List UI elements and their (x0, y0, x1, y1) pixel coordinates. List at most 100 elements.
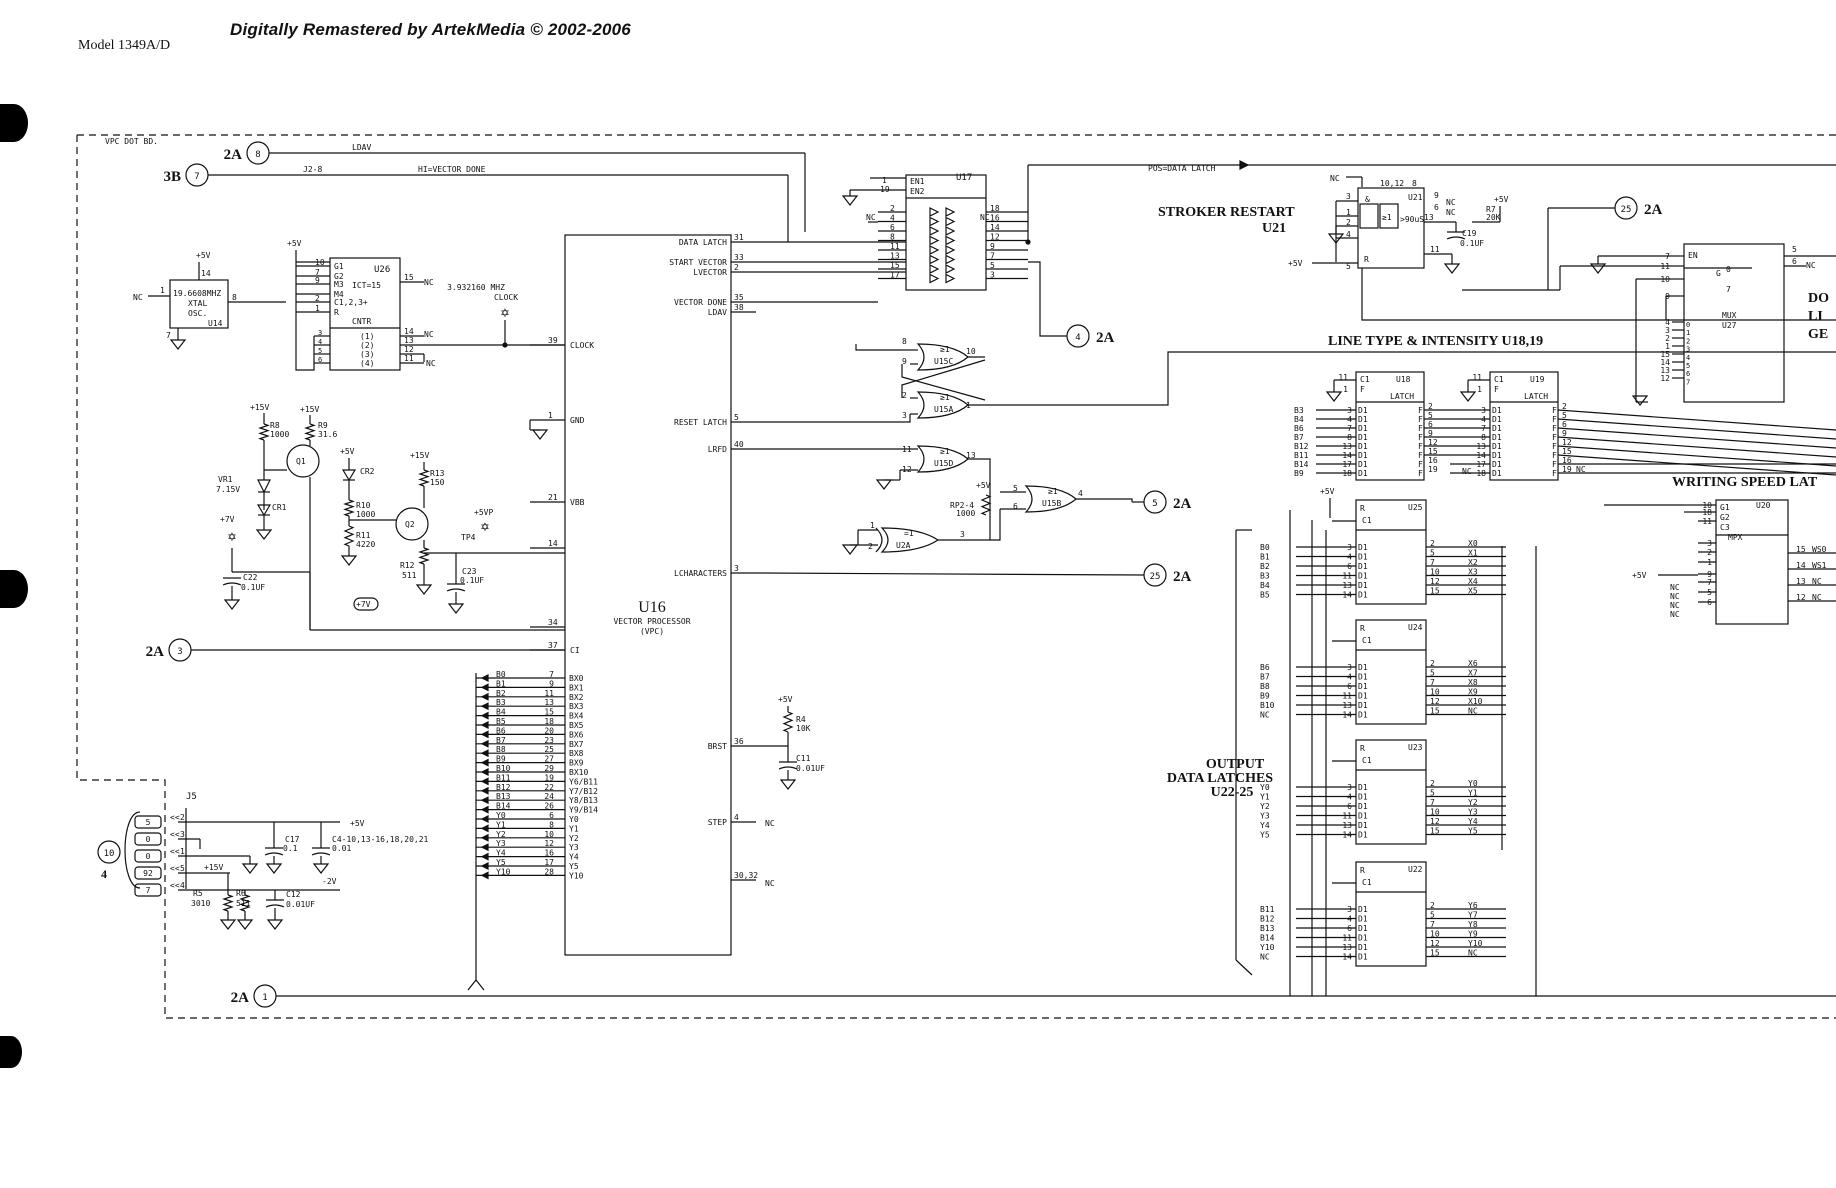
u17-buffer-icon (929, 254, 940, 265)
u27-ref: U27 (1722, 321, 1737, 330)
bus-signal: Y4 (496, 849, 506, 858)
u2a-in: 2 (868, 542, 873, 551)
or-gate-u15b-icon (1024, 485, 1077, 513)
monostable-u21 (1357, 187, 1425, 269)
latch-u18-out-pin: 2 (1428, 402, 1433, 411)
clock-label: CLOCK (494, 293, 518, 302)
junction-dot (1025, 239, 1031, 245)
j5-pin-num: 2 (180, 813, 185, 822)
ground-icon (841, 195, 859, 206)
resistor-r6-icon (239, 894, 251, 912)
latch-u18-c1: C1 (1360, 375, 1370, 384)
r6-val: 511 (236, 899, 251, 908)
u20-nc-in: NC (1670, 592, 1680, 601)
u21-reset: R (1364, 255, 1369, 264)
u16-right-pin-num: 38 (734, 303, 744, 312)
bus-arrow-icon (480, 777, 489, 786)
u26-cntr: CNTR (352, 317, 371, 326)
c4-val: 0.01 (332, 844, 351, 853)
output-latch-u23-out-signal: Y5 (1468, 827, 1478, 836)
bus-signal: B10 (496, 764, 511, 773)
output-latch-u24 (1355, 619, 1427, 725)
latch-u18-in-signal: B12 (1294, 442, 1309, 451)
output-latch-u25-in-signal: B4 (1260, 581, 1270, 590)
u16-left-pin-name: GND (570, 416, 585, 425)
u2a-ref: U2A (896, 541, 911, 550)
connector-10-number: 10 (104, 849, 115, 859)
bus-pin-num: 9 (549, 679, 554, 688)
output-latch-u24-c1: C1 (1362, 636, 1372, 645)
u27-g-sub2: 7 (1726, 285, 1731, 294)
bus-pin-name: BX1 (569, 683, 584, 692)
u26-pin-11: 11 (404, 354, 414, 363)
latch-u19-d1: D1 (1492, 424, 1502, 433)
bus-pin-name: BX4 (569, 712, 584, 721)
output-latch-u22-out-signal: Y8 (1468, 920, 1478, 929)
output-latch-u24-d1: D1 (1358, 673, 1368, 682)
u17-buffer-icon (929, 235, 940, 246)
j5-shell-icon (124, 811, 141, 889)
latch-u18-d1: D1 (1358, 460, 1368, 469)
u27-pin: 3 (1665, 326, 1670, 335)
bus-pin-name: BX8 (569, 749, 584, 758)
u21-left-pin: 5 (1346, 262, 1351, 271)
bus-pin-num: 26 (544, 802, 554, 811)
bus-signal: Y5 (496, 858, 506, 867)
j5-pin-num: 1 (180, 847, 185, 856)
ground-icon (447, 603, 465, 614)
p7-test-point-icon: ✡ (228, 529, 236, 545)
wire (968, 458, 991, 540)
binder-hole-middle (0, 570, 28, 608)
output-latch-u23-in-signal: Y1 (1260, 793, 1270, 802)
transistor-q1-icon (286, 444, 320, 478)
u17-buffer-icon (929, 226, 940, 236)
connector-4-sheet-ref: 2A (1096, 330, 1115, 346)
u26-input-pin: 9 (315, 276, 320, 285)
bus-pin-name: BX6 (569, 730, 584, 739)
latch-u18-out-pin: 12 (1428, 438, 1438, 447)
u27-input-num: 5 (1686, 362, 1690, 370)
u21-and-box (1359, 203, 1379, 229)
j5-wire-color: 92 (143, 869, 153, 878)
resistor-r12-icon (418, 547, 430, 565)
u21-or-sym: ≥1 (1382, 213, 1392, 222)
latch-u19-out-pin: 15 (1562, 447, 1572, 456)
output-latch-u24-out-pin: 7 (1430, 678, 1435, 687)
output-latch-u22-out-pin: 15 (1430, 949, 1440, 958)
u16-left-pin-num: 14 (548, 539, 558, 548)
capacitor-c12-icon (265, 904, 285, 908)
output-latch-u25-out-signal: X1 (1468, 549, 1478, 558)
u17-in-pin: 15 (890, 261, 900, 270)
latch-u19-clk-pin: 11 (1472, 373, 1482, 382)
r11-ref: R11 (356, 531, 371, 540)
u27-pin: 15 (1660, 350, 1670, 359)
u16-right-pin-name: STEP (708, 818, 727, 827)
c23-val: 0.1UF (460, 576, 484, 585)
ground-icon (415, 584, 433, 595)
u21-left-pin: 3 (1346, 192, 1351, 201)
binder-hole-top (0, 104, 28, 142)
wire (901, 364, 986, 401)
output-latch-u22-in-signal: B13 (1260, 924, 1275, 933)
output-latch-u23-d1: D1 (1358, 793, 1368, 802)
output-latch-u24-in-signal: B7 (1260, 673, 1270, 682)
output-latch-u24-out-signal: X6 (1468, 659, 1478, 668)
output-title-3: U22-25 (1211, 785, 1254, 800)
bus-signal: B6 (496, 726, 506, 735)
transistor-q2-icon (395, 507, 429, 541)
u17-buffer-icon (945, 226, 956, 236)
line-type-title: LINE TYPE & INTENSITY U18,19 (1328, 334, 1543, 349)
j5-wire-tag (134, 832, 162, 846)
bus-pin-name: BX9 (569, 759, 584, 768)
latch-u19-out-pin: 12 (1562, 438, 1572, 447)
latch-u19-d1: D1 (1492, 469, 1502, 478)
bus-pin-name: BX5 (569, 721, 584, 730)
j5-pin-num: 3 (180, 830, 185, 839)
ground-icon (169, 339, 187, 350)
output-latch-u22-ref: U22 (1408, 865, 1423, 874)
j5-pin-num: 5 (180, 864, 185, 873)
wire (1361, 268, 1836, 321)
writing-speed-title: WRITING SPEED LAT (1672, 475, 1818, 490)
u26-ref: U26 (374, 265, 390, 275)
ground-icon (1327, 233, 1345, 244)
